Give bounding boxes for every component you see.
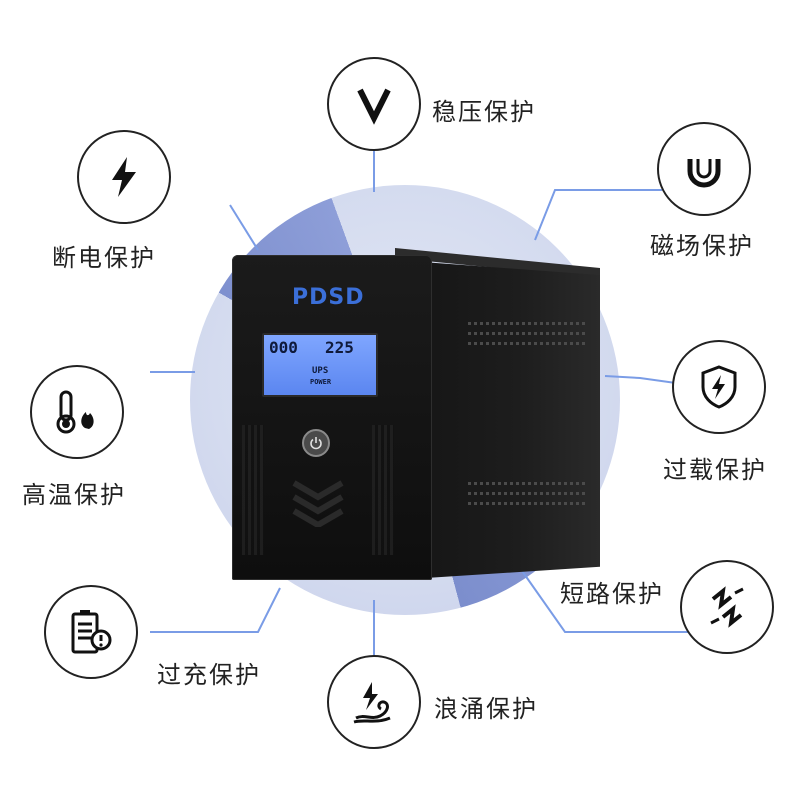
battery-alert-icon [44, 585, 138, 679]
power-icon [310, 437, 322, 450]
lcd-display: 000 225 UPS POWER [262, 333, 378, 397]
side-vent [468, 482, 588, 485]
feature-label: 过载保护 [663, 456, 767, 484]
thermometer-flame-icon [30, 365, 124, 459]
lightning-icon [77, 130, 171, 224]
lcd-ups-text: UPS [312, 366, 329, 376]
brand-logo: PDSD [292, 285, 365, 310]
side-vent [468, 342, 588, 345]
surge-wave-icon [327, 655, 421, 749]
v-letter-icon [327, 57, 421, 151]
side-vent [468, 492, 588, 495]
chevron-decoration [292, 480, 344, 527]
feature-label: 高温保护 [22, 481, 126, 509]
front-ribs [372, 425, 394, 555]
feature-label: 浪涌保护 [434, 695, 538, 723]
ups-front-panel: PDSD 000 225 UPS POWER [232, 255, 432, 580]
shield-bolt-icon [672, 340, 766, 434]
feature-label: 断电保护 [52, 244, 156, 272]
lcd-reading-right: 225 [325, 338, 354, 357]
feature-label: 磁场保护 [650, 232, 754, 260]
lcd-power-text: POWER [310, 378, 332, 386]
broken-bolt-icon [680, 560, 774, 654]
feature-label: 稳压保护 [432, 98, 536, 126]
side-vent [468, 322, 588, 325]
side-vent [468, 502, 588, 505]
front-ribs [242, 425, 264, 555]
lcd-reading-left: 000 [269, 338, 298, 357]
feature-label: 过充保护 [157, 661, 261, 689]
power-button[interactable] [302, 429, 330, 457]
magnet-icon [657, 122, 751, 216]
side-vent [468, 332, 588, 335]
feature-label: 短路保护 [560, 580, 664, 608]
